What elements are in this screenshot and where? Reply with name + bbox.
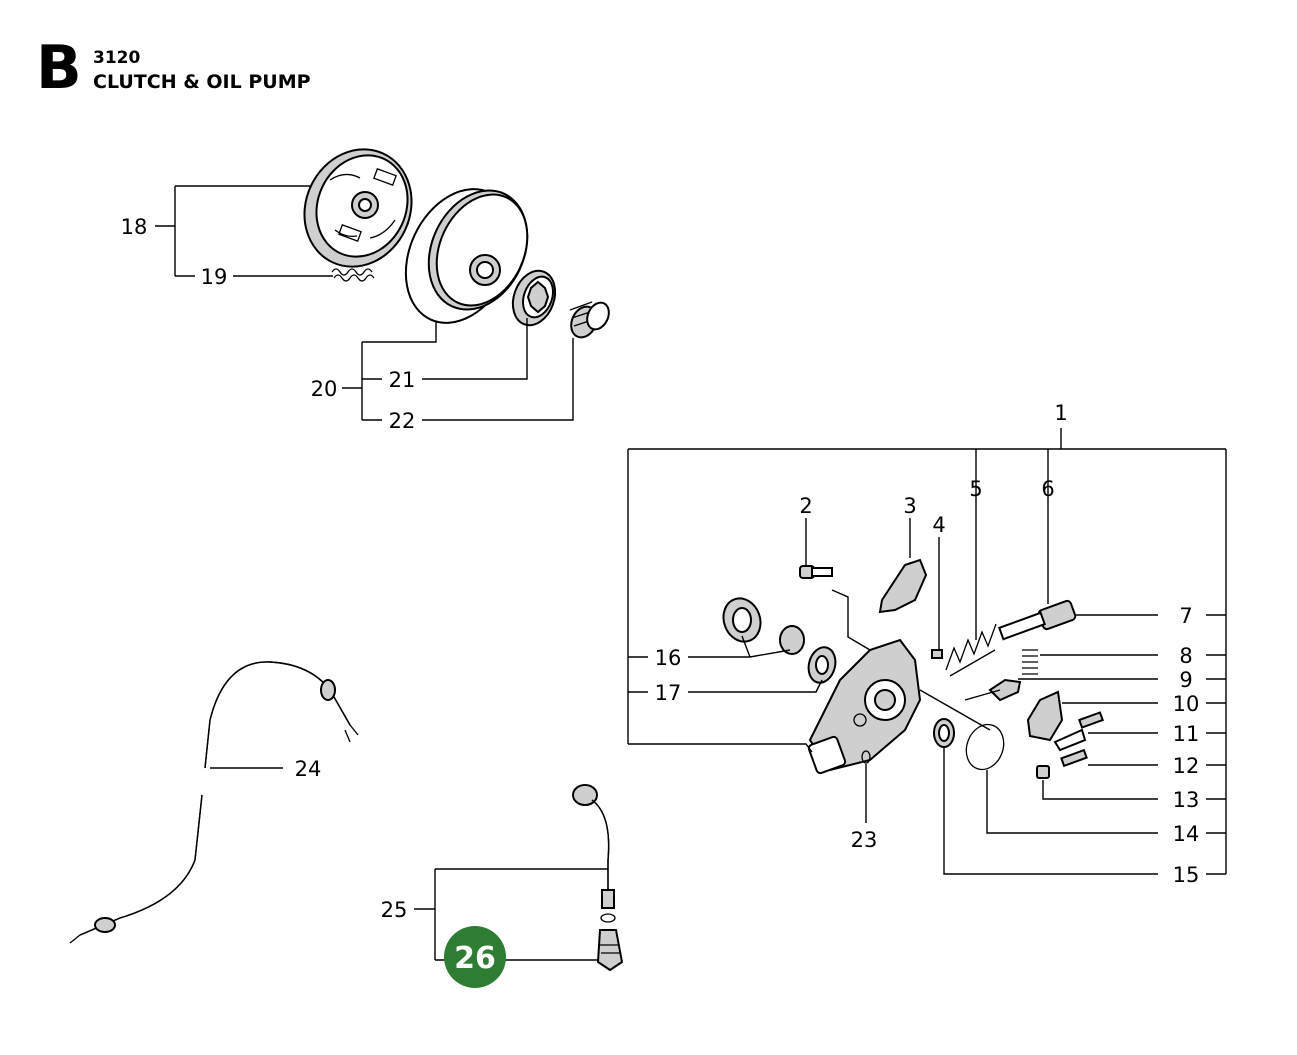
screw-13[interactable] <box>1036 765 1050 779</box>
callout-18[interactable]: 18 <box>121 215 148 239</box>
highlight-callout-26[interactable]: 26 <box>444 926 506 988</box>
oil-pump-body[interactable] <box>807 638 922 775</box>
washer-15[interactable] <box>933 718 955 748</box>
callout-16[interactable]: 16 <box>655 646 682 670</box>
callout-10[interactable]: 10 <box>1173 692 1200 716</box>
pump-piston-6[interactable] <box>997 599 1077 641</box>
pump-spring-5[interactable] <box>945 623 997 677</box>
oil-pickup-hose-25[interactable] <box>572 784 616 923</box>
worm-gear-16[interactable] <box>718 593 805 655</box>
sprocket-rim[interactable] <box>506 265 563 331</box>
callout-3[interactable]: 3 <box>903 494 916 518</box>
model-number: 3120 <box>93 48 141 68</box>
callout-1[interactable]: 1 <box>1054 401 1067 425</box>
plate-11[interactable] <box>1053 711 1104 752</box>
o-ring-14[interactable] <box>960 719 1010 775</box>
pump-screw-2[interactable] <box>799 565 833 579</box>
section-letter: B <box>36 33 82 103</box>
callout-14[interactable]: 14 <box>1173 822 1200 846</box>
callout-26: 26 <box>454 941 496 976</box>
callout-labels: 1 2 3 4 5 6 7 8 9 10 11 12 13 14 15 16 1… <box>121 215 1200 922</box>
callout-24[interactable]: 24 <box>295 757 322 781</box>
callout-8[interactable]: 8 <box>1179 644 1192 668</box>
small-screw-4[interactable] <box>931 649 943 659</box>
callout-25[interactable]: 25 <box>381 898 408 922</box>
callout-15[interactable]: 15 <box>1173 863 1200 887</box>
callout-4[interactable]: 4 <box>932 513 945 537</box>
clutch-spring[interactable] <box>331 268 375 282</box>
clutch-drum[interactable] <box>385 171 546 340</box>
callout-21[interactable]: 21 <box>389 368 416 392</box>
callout-12[interactable]: 12 <box>1173 754 1200 778</box>
callout-23[interactable]: 23 <box>851 828 878 852</box>
screw-12[interactable] <box>1060 748 1088 768</box>
callout-19[interactable]: 19 <box>201 265 228 289</box>
callout-6[interactable]: 6 <box>1041 477 1054 501</box>
callout-20[interactable]: 20 <box>311 377 338 401</box>
clutch-assembly[interactable] <box>286 132 431 285</box>
callout-9[interactable]: 9 <box>1179 668 1192 692</box>
adjuster-10[interactable] <box>1026 690 1064 742</box>
callout-5[interactable]: 5 <box>969 477 982 501</box>
callout-22[interactable]: 22 <box>389 409 416 433</box>
clip-23[interactable] <box>861 750 871 764</box>
callout-13[interactable]: 13 <box>1173 788 1200 812</box>
leader-lines <box>155 185 1227 961</box>
callout-2[interactable]: 2 <box>799 494 812 518</box>
highlight-circle <box>444 926 506 988</box>
seal-17[interactable] <box>805 644 839 686</box>
spring-8[interactable] <box>1022 649 1038 675</box>
needle-bearing[interactable] <box>566 299 613 341</box>
callout-17[interactable]: 17 <box>655 681 682 705</box>
diagram-title: CLUTCH & OIL PUMP <box>93 71 311 93</box>
callout-7[interactable]: 7 <box>1179 604 1192 628</box>
oil-filter-26[interactable] <box>596 929 624 972</box>
pump-cover-3[interactable] <box>878 558 928 614</box>
oil-hose-24[interactable] <box>69 661 359 944</box>
callout-11[interactable]: 11 <box>1173 722 1200 746</box>
lever-9[interactable] <box>988 678 1022 702</box>
